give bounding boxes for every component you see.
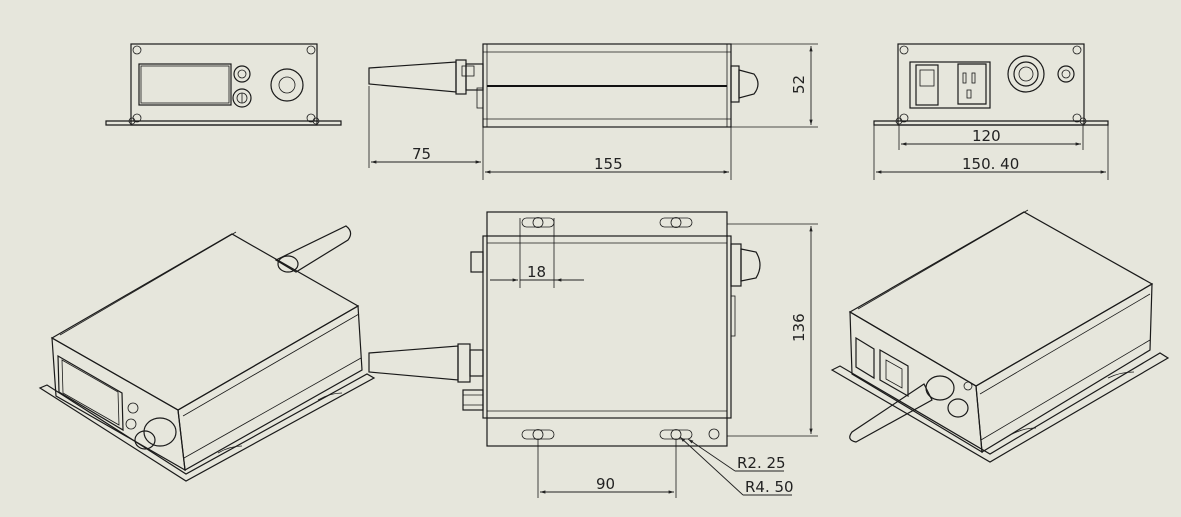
mounting-slot (659, 217, 693, 228)
led-icon (233, 65, 251, 83)
antenna-iso-left (274, 225, 352, 273)
slot-length-dimension: 18 (527, 263, 546, 281)
mounting-slot (521, 429, 555, 440)
front-view (105, 43, 342, 126)
antenna-length-dimension: 75 (412, 145, 431, 163)
iec-power-inlet-icon (957, 63, 987, 105)
slot-large-radius-dimension: R4. 50 (745, 478, 794, 496)
isometric-view-rear (830, 209, 1170, 463)
isometric-view-front (38, 225, 376, 482)
antenna-side (368, 61, 457, 93)
antenna-top (368, 345, 459, 381)
top-view (368, 211, 761, 447)
key-switch-icon (232, 88, 252, 108)
height-dimension: 52 (790, 75, 808, 94)
bracket-width-dimension: 150. 40 (962, 155, 1019, 173)
slot-small-radius-dimension: R2. 25 (737, 454, 786, 472)
rear-view-dimensions: 120 150. 40 (873, 125, 1109, 180)
bnc-connector-icon (1057, 65, 1075, 83)
antenna-iso-right (849, 383, 933, 443)
side-view (368, 43, 759, 128)
mounting-slot (521, 217, 555, 228)
depth-dimension: 136 (790, 313, 808, 342)
rear-view (873, 43, 1109, 126)
cable-gland-icon (1007, 55, 1045, 93)
power-switch-icon (909, 61, 991, 109)
slot-spacing-dimension: 90 (596, 475, 615, 493)
top-view-dimensions: 18 136 90 R2. 25 R4. 50 (490, 218, 818, 498)
side-view-dimensions: 75 155 52 (368, 43, 818, 180)
mounting-slot (659, 429, 693, 440)
bracket-hole-spacing-dimension: 120 (972, 127, 1001, 145)
display-window (138, 63, 232, 106)
overall-length-dimension: 155 (594, 155, 623, 173)
antenna-connector-icon (270, 68, 304, 102)
